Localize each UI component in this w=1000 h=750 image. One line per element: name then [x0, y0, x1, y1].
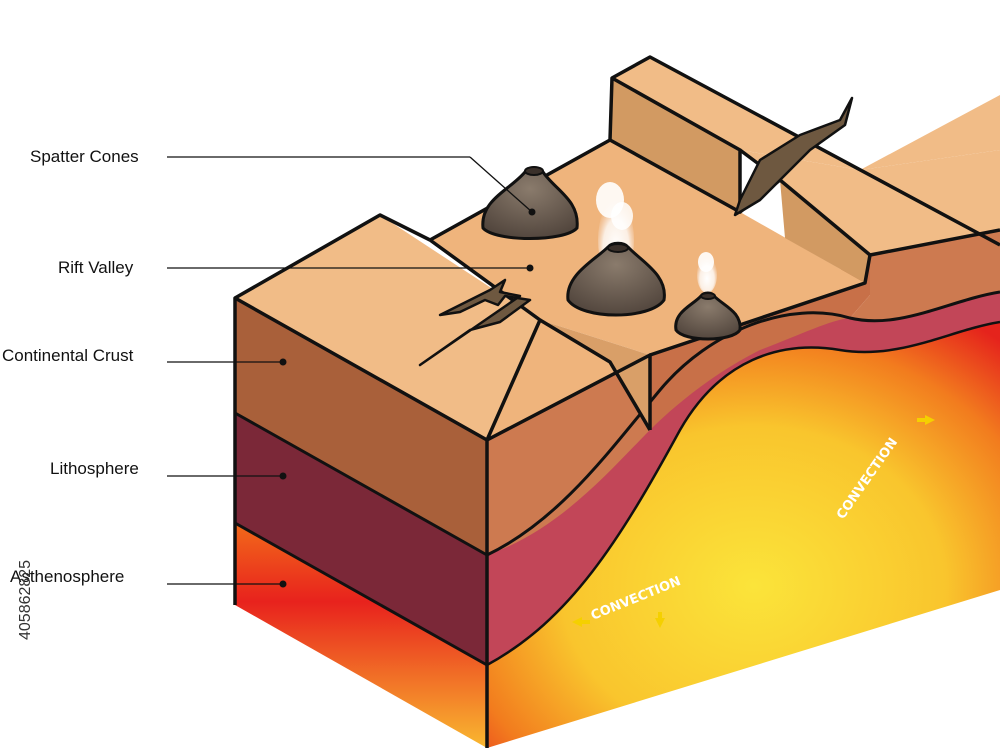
cracks [418, 96, 854, 367]
spatter-cone-back [481, 166, 579, 240]
label-rift-valley: Rift Valley [58, 258, 134, 277]
convection-right-arrow-icon [917, 415, 935, 425]
spatter-cone-middle [566, 182, 666, 317]
stock-id: 405862825 [17, 560, 34, 640]
crack-right [733, 96, 854, 217]
convection-left-arrow-icon-2 [655, 612, 665, 628]
crack-left [418, 278, 532, 367]
labels: Spatter Cones Rift Valley Continental Cr… [2, 147, 536, 588]
front-crust-layer [235, 298, 487, 555]
side-asthenosphere-layer [487, 322, 1000, 748]
front-lithosphere-layer [235, 413, 487, 665]
spatter-cones [481, 166, 742, 341]
spatter-cone-front [674, 252, 742, 341]
side-crust-layer [487, 355, 650, 555]
convection-left-arrow-icon [572, 617, 590, 627]
label-lithosphere: Lithosphere [50, 459, 139, 478]
label-continental-crust: Continental Crust [2, 346, 134, 365]
front-asthenosphere-layer [235, 523, 487, 748]
label-spatter-cones: Spatter Cones [30, 147, 139, 166]
label-asthenosphere: Asthenosphere [10, 567, 124, 586]
front-face [234, 298, 488, 748]
